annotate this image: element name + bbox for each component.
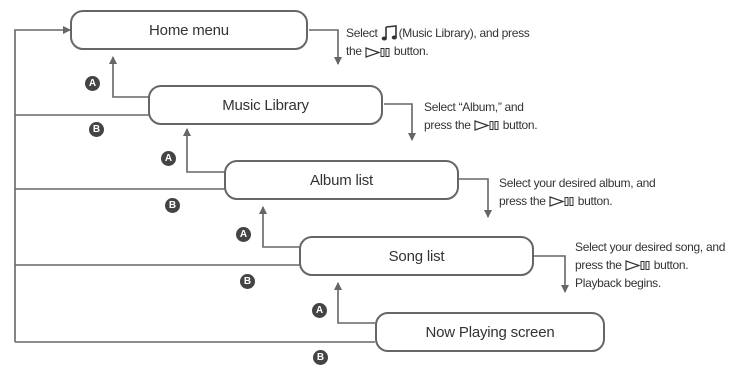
badge-b-1: B (89, 122, 104, 137)
up-arrow-4 (334, 282, 375, 324)
music-note-icon (381, 25, 397, 41)
back-to-home-line (14, 26, 71, 342)
badge-a-2: A (161, 151, 176, 166)
badge-a-3: A (236, 227, 251, 242)
up-arrow-2 (183, 128, 225, 173)
now-playing-box: Now Playing screen (375, 312, 605, 352)
step-arrow-2 (384, 103, 416, 141)
play-pause-icon (625, 260, 650, 272)
music-library-box: Music Library (148, 85, 383, 125)
play-pause-icon (365, 46, 390, 58)
badge-b-3: B (240, 274, 255, 289)
step-4-text-b: press the (575, 258, 625, 272)
play-pause-icon (474, 120, 499, 132)
step-4-text-d: Playback begins. (575, 276, 661, 290)
step-1-text-a: Select (346, 26, 381, 40)
step-1-instruction: Select (Music Library), and press the bu… (346, 24, 530, 60)
step-2-text-c: button. (499, 118, 538, 132)
step-1-text-b: (Music Library), and press (398, 26, 530, 40)
step-4-text-c: button. (650, 258, 689, 272)
music-library-label: Music Library (222, 96, 309, 114)
step-3-text-a: Select your desired album, and (499, 176, 656, 190)
step-2-text-a: Select “Album,” and (424, 100, 524, 114)
up-arrow-3 (259, 206, 300, 248)
step-arrow-1 (309, 29, 342, 65)
badge-b-2: B (165, 198, 180, 213)
home-menu-box: Home menu (70, 10, 308, 50)
step-2-text-b: press the (424, 118, 474, 132)
album-list-box: Album list (224, 160, 459, 200)
album-list-label: Album list (309, 171, 374, 189)
step-3-text-b: press the (499, 194, 549, 208)
step-1-text-d: button. (390, 44, 429, 59)
up-arrow-1 (109, 56, 150, 98)
step-arrow-3 (459, 178, 492, 218)
step-4-instruction: Select your desired song, and press the … (575, 238, 725, 292)
step-4-text-a: Select your desired song, and (575, 240, 726, 254)
step-2-instruction: Select “Album,” and press the button. (424, 98, 538, 134)
song-list-box: Song list (299, 236, 534, 276)
step-arrow-4 (534, 255, 569, 293)
step-3-instruction: Select your desired album, and press the… (499, 174, 656, 210)
step-3-text-c: button. (574, 194, 613, 208)
step-1-text-c: the (346, 44, 365, 59)
song-list-label: Song list (388, 247, 445, 265)
badge-b-4: B (313, 350, 328, 365)
play-pause-icon (549, 196, 574, 208)
badge-a-4: A (312, 303, 327, 318)
now-playing-label: Now Playing screen (425, 323, 555, 341)
badge-a-1: A (85, 76, 100, 91)
home-menu-label: Home menu (149, 21, 229, 39)
